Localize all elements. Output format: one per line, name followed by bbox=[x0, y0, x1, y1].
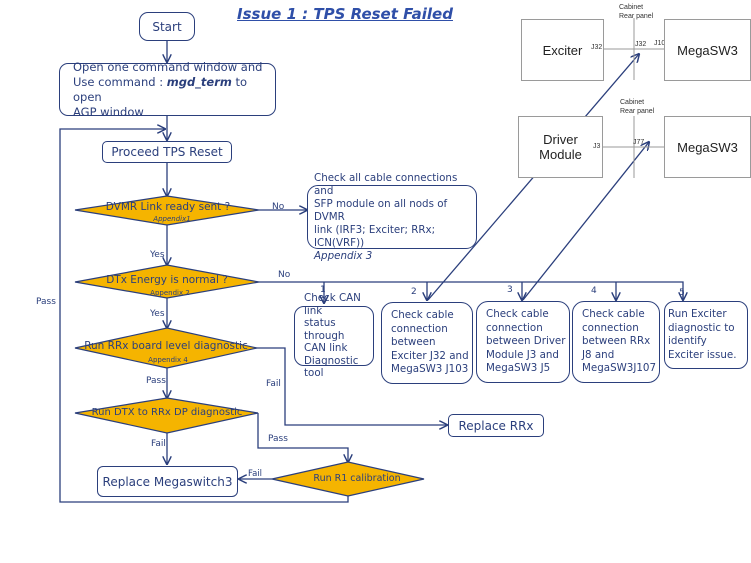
decision-rrx-shape bbox=[74, 327, 258, 369]
page-title: Issue 1 : TPS Reset Failed bbox=[237, 5, 453, 23]
panel2-panel-port: J77 bbox=[633, 139, 645, 146]
edge-dp-pass bbox=[257, 413, 348, 462]
label-dp-fail: Fail bbox=[151, 439, 166, 449]
label-rrx-fail: Fail bbox=[266, 379, 281, 389]
panel1-left-port: J32 bbox=[591, 44, 603, 51]
panel1-cabinet-label: Cabinet Rear panel bbox=[619, 4, 654, 20]
panel2-left-port: J3 bbox=[593, 143, 601, 150]
decision-dp-shape bbox=[74, 397, 259, 434]
node-start-label: Start bbox=[152, 19, 182, 34]
open-cmd-line2: Use command : mgd_term to open bbox=[73, 74, 248, 104]
edge-check3-to-panel2 bbox=[522, 142, 649, 301]
decision-dtx-ref: Appendix 2 bbox=[150, 289, 190, 297]
panel2-driver-module-box: Driver Module bbox=[518, 116, 603, 178]
check-4-number: 4 bbox=[591, 286, 597, 296]
label-dvmr-yes: Yes bbox=[150, 250, 165, 260]
label-r1-fail: Fail bbox=[248, 469, 263, 479]
decision-r1-label: Run R1 calibration bbox=[313, 473, 401, 484]
panel1-megasw3-box: MegaSW3 bbox=[664, 19, 751, 81]
panel1-right-port: J103 bbox=[654, 40, 670, 47]
node-check-1: Check CAN link status through CAN link D… bbox=[294, 292, 374, 379]
node-proceed-tps-reset: Proceed TPS Reset bbox=[102, 141, 232, 163]
open-cmd-line3: AGP window bbox=[73, 104, 144, 119]
check-all-line1: Check all cable connections and bbox=[314, 171, 458, 197]
decision-rrx-ref: Appendix 4 bbox=[148, 356, 188, 364]
label-loop-pass: Pass bbox=[36, 297, 56, 307]
node-check-4: Check cable connection between RRx J8 an… bbox=[572, 301, 660, 383]
check-5-number: 5 bbox=[679, 288, 685, 298]
node-check-2: Check cable connection between Exciter J… bbox=[381, 302, 473, 384]
check-2-number: 2 bbox=[411, 287, 417, 297]
label-dtx-yes: Yes bbox=[150, 309, 165, 319]
check-all-ref: Appendix 3 bbox=[314, 249, 373, 262]
decision-dvmr-shape bbox=[74, 195, 260, 226]
edge-loop-pass bbox=[59, 129, 349, 503]
panel1-exciter-box: Exciter bbox=[521, 19, 604, 81]
node-open-command: Open one command window and Use command … bbox=[59, 59, 276, 119]
check-3-number: 3 bbox=[507, 285, 513, 295]
decision-rrx-label: Run RRx board level diagnostic bbox=[84, 340, 248, 352]
replace-rrx-label: Replace RRx bbox=[458, 418, 534, 433]
panel2-cabinet-label: Cabinet Rear panel bbox=[620, 99, 655, 115]
label-dp-pass: Pass bbox=[268, 434, 288, 444]
check-1-number: 1 bbox=[320, 285, 326, 295]
label-rrx-pass: Pass bbox=[146, 376, 166, 386]
decision-dp-label: Run DTX to RRx DP diagnostic bbox=[91, 407, 243, 418]
decision-dtx-shape bbox=[74, 264, 260, 299]
decision-dvmr-label: DVMR Link ready sent ? bbox=[105, 201, 231, 213]
label-dtx-no: No bbox=[278, 270, 291, 280]
check-all-line3: link (IRF3; Exciter; RRx; ICN(VRF)) bbox=[314, 223, 436, 249]
decision-r1-shape bbox=[271, 461, 425, 497]
node-replace-rrx: Replace RRx bbox=[448, 414, 544, 437]
node-start: Start bbox=[139, 12, 195, 41]
node-check-all-cables: Check all cable connections and SFP modu… bbox=[307, 172, 477, 262]
label-dvmr-no: No bbox=[272, 202, 285, 212]
node-check-5: Run Exciter diagnostic to identify Excit… bbox=[664, 301, 748, 369]
proceed-label: Proceed TPS Reset bbox=[111, 145, 223, 159]
panel1-panel-port: J32 bbox=[635, 41, 647, 48]
replace-megaswitch-label: Replace Megaswitch3 bbox=[102, 474, 233, 489]
node-replace-megaswitch: Replace Megaswitch3 bbox=[97, 466, 238, 497]
node-check-3: Check cable connection between Driver Mo… bbox=[476, 301, 570, 383]
panel2-megasw3-box: MegaSW3 bbox=[664, 116, 751, 178]
command-name: mgd_term bbox=[166, 74, 232, 89]
check-all-line2: SFP module on all nods of DVMR bbox=[314, 197, 448, 223]
decision-dtx-label: DTx Energy is normal ? bbox=[106, 274, 228, 286]
open-cmd-line1: Open one command window and bbox=[73, 59, 263, 74]
decision-dvmr-ref: Appendix1 bbox=[153, 215, 191, 223]
edge-rrx-fail bbox=[257, 347, 447, 425]
